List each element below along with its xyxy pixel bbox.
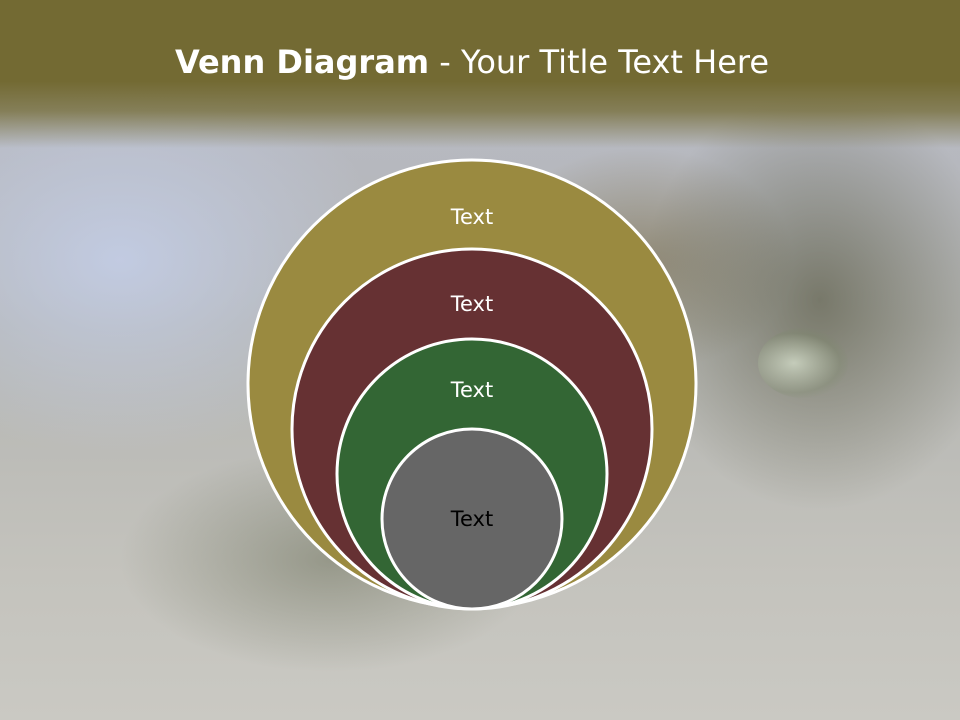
slide-title: Venn Diagram - Your Title Text Here: [0, 40, 944, 84]
circle-3-label: Text: [450, 378, 493, 402]
circle-4-label: Text: [450, 507, 493, 531]
circle-4[interactable]: [380, 427, 564, 611]
title-bold-part: Venn Diagram: [174, 43, 430, 81]
circle-1-label: Text: [450, 205, 493, 229]
circle-2-label: Text: [450, 292, 493, 316]
title-bar: Venn Diagram - Your Title Text Here: [0, 0, 960, 148]
title-rest-part: - Your Title Text Here: [429, 43, 770, 81]
fish-silhouette: [758, 328, 848, 398]
circle-4-group[interactable]: Text: [380, 427, 564, 611]
